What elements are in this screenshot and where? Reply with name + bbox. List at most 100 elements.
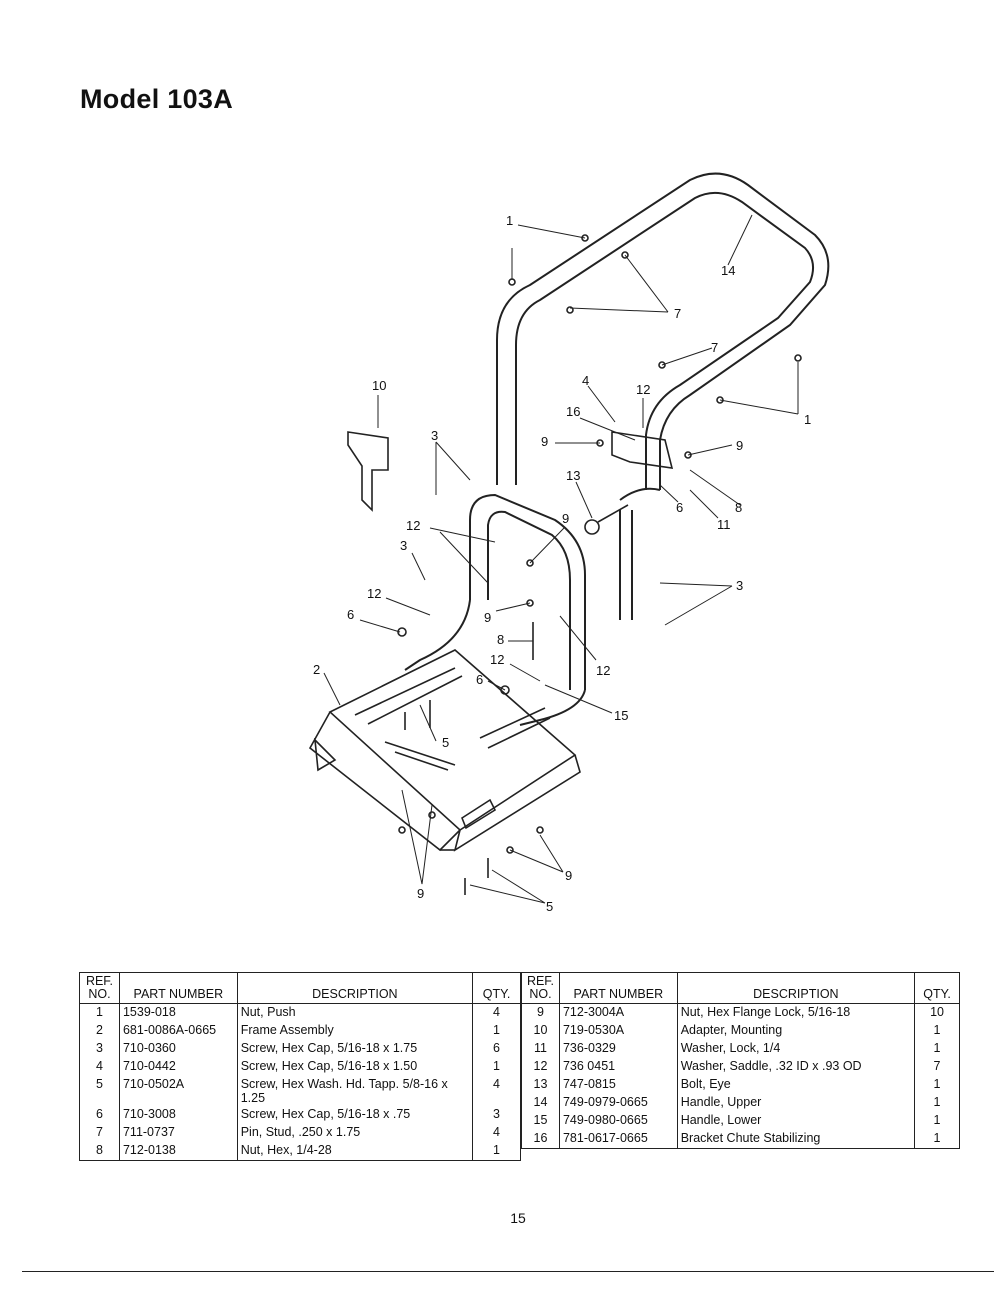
description-cell: Handle, Upper xyxy=(676,1094,916,1112)
qty-header: QTY. xyxy=(472,972,521,1004)
callout-8: 8 xyxy=(497,632,504,647)
description-cell: Nut, Hex Flange Lock, 5/16-18 xyxy=(676,1003,916,1022)
table-row: 4 710-0442 Screw, Hex Cap, 5/16-18 x 1.5… xyxy=(79,1058,521,1076)
part-number-cell: 712-3004A xyxy=(558,1003,678,1022)
description-cell: Screw, Hex Cap, 5/16-18 x 1.50 xyxy=(236,1058,474,1076)
callout-2: 2 xyxy=(313,662,320,677)
qty-cell: 4 xyxy=(472,1076,521,1106)
ref-cell: 7 xyxy=(79,1124,120,1142)
callout-11: 11 xyxy=(717,517,731,532)
table-row: 9 712-3004A Nut, Hex Flange Lock, 5/16-1… xyxy=(521,1003,960,1022)
callout-9: 9 xyxy=(562,511,569,526)
part-number-cell: 749-0980-0665 xyxy=(558,1112,678,1130)
ref-cell: 2 xyxy=(79,1022,120,1040)
page-title: Model 103A xyxy=(80,84,234,114)
callout-13: 13 xyxy=(566,468,580,483)
description-cell: Screw, Hex Cap, 5/16-18 x .75 xyxy=(236,1106,474,1124)
description-cell: Pin, Stud, .250 x 1.75 xyxy=(236,1124,474,1142)
callout-12: 12 xyxy=(490,652,504,667)
qty-cell: 4 xyxy=(472,1124,521,1142)
part-number-cell: 736-0329 xyxy=(558,1040,678,1058)
part-number-cell: 736 0451 xyxy=(558,1058,678,1076)
callout-1: 1 xyxy=(804,412,811,427)
description-cell: Nut, Push xyxy=(236,1003,474,1022)
ref-cell: 16 xyxy=(521,1130,560,1149)
eye-bolt xyxy=(584,504,629,535)
table-row: 11 736-0329 Washer, Lock, 1/4 1 xyxy=(521,1040,960,1058)
qty-cell: 1 xyxy=(914,1130,960,1149)
mounting-adapter xyxy=(347,431,389,512)
ref-cell: 12 xyxy=(521,1058,560,1076)
qty-cell: 3 xyxy=(472,1106,521,1124)
callout-7: 7 xyxy=(674,306,681,321)
callout-9: 9 xyxy=(541,434,548,449)
description-cell: Frame Assembly xyxy=(236,1022,474,1040)
part-number-cell: 712-0138 xyxy=(118,1142,238,1161)
table-row: 8 712-0138 Nut, Hex, 1/4-28 1 xyxy=(79,1142,521,1161)
table-row: 10 719-0530A Adapter, Mounting 1 xyxy=(521,1022,960,1040)
ref-no-header: REF. NO. xyxy=(79,972,120,1004)
callout-7: 7 xyxy=(711,340,718,355)
parts-table-left: REF. NO. PART NUMBER DESCRIPTION QTY. 1 … xyxy=(79,972,521,1161)
description-header: DESCRIPTION xyxy=(236,972,474,1004)
table-row: 15 749-0980-0665 Handle, Lower 1 xyxy=(521,1112,960,1130)
table-row: 7 711-0737 Pin, Stud, .250 x 1.75 4 xyxy=(79,1124,521,1142)
description-cell: Washer, Saddle, .32 ID x .93 OD xyxy=(676,1058,916,1076)
qty-header: QTY. xyxy=(914,972,960,1004)
description-cell: Adapter, Mounting xyxy=(676,1022,916,1040)
callout-12: 12 xyxy=(596,663,610,678)
table-row: 12 736 0451 Washer, Saddle, .32 ID x .93… xyxy=(521,1058,960,1076)
chute-bracket xyxy=(611,431,674,469)
callout-6: 6 xyxy=(676,500,683,515)
footer-rule xyxy=(22,1271,994,1272)
table-row: 2 681-0086A-0665 Frame Assembly 1 xyxy=(79,1022,521,1040)
part-number-cell: 681-0086A-0665 xyxy=(118,1022,238,1040)
ref-cell: 3 xyxy=(79,1040,120,1058)
description-cell: Bolt, Eye xyxy=(676,1076,916,1094)
part-number-cell: 781-0617-0665 xyxy=(558,1130,678,1149)
callout-3: 3 xyxy=(736,578,743,593)
part-number-cell: 710-0360 xyxy=(118,1040,238,1058)
callout-8: 8 xyxy=(735,500,742,515)
callout-9: 9 xyxy=(484,610,491,625)
description-cell: Washer, Lock, 1/4 xyxy=(676,1040,916,1058)
callout-15: 15 xyxy=(614,708,628,723)
callout-12: 12 xyxy=(367,586,381,601)
description-cell: Bracket Chute Stabilizing xyxy=(676,1130,916,1149)
part-number-cell: 710-0502A xyxy=(118,1076,238,1106)
ref-cell: 15 xyxy=(521,1112,560,1130)
ref-cell: 9 xyxy=(521,1003,560,1022)
description-cell: Handle, Lower xyxy=(676,1112,916,1130)
qty-cell: 1 xyxy=(914,1112,960,1130)
part-number-cell: 710-0442 xyxy=(118,1058,238,1076)
qty-cell: 1 xyxy=(472,1058,521,1076)
table-row: 3 710-0360 Screw, Hex Cap, 5/16-18 x 1.7… xyxy=(79,1040,521,1058)
ref-cell: 14 xyxy=(521,1094,560,1112)
callout-6: 6 xyxy=(347,607,354,622)
callout-5: 5 xyxy=(546,899,553,914)
callout-6: 6 xyxy=(476,672,483,687)
part-number-cell: 747-0815 xyxy=(558,1076,678,1094)
table-row: 6 710-3008 Screw, Hex Cap, 5/16-18 x .75… xyxy=(79,1106,521,1124)
upper-handle xyxy=(496,172,830,490)
description-header: DESCRIPTION xyxy=(676,972,916,1004)
table-row: 5 710-0502A Screw, Hex Wash. Hd. Tapp. 5… xyxy=(79,1076,521,1106)
table-row: 1 1539-018 Nut, Push 4 xyxy=(79,1003,521,1022)
ref-cell: 1 xyxy=(79,1003,120,1022)
page-number: 15 xyxy=(510,1210,526,1226)
qty-cell: 1 xyxy=(472,1142,521,1161)
callout-12: 12 xyxy=(636,382,650,397)
ref-cell: 6 xyxy=(79,1106,120,1124)
qty-cell: 7 xyxy=(914,1058,960,1076)
ref-cell: 4 xyxy=(79,1058,120,1076)
ref-cell: 10 xyxy=(521,1022,560,1040)
part-number-header: PART NUMBER xyxy=(558,972,678,1004)
qty-cell: 1 xyxy=(914,1076,960,1094)
qty-cell: 1 xyxy=(472,1022,521,1040)
part-number-cell: 710-3008 xyxy=(118,1106,238,1124)
qty-cell: 4 xyxy=(472,1003,521,1022)
fasteners xyxy=(397,234,802,895)
callout-4: 4 xyxy=(582,373,589,388)
callout-3: 3 xyxy=(400,538,407,553)
part-number-cell: 711-0737 xyxy=(118,1124,238,1142)
